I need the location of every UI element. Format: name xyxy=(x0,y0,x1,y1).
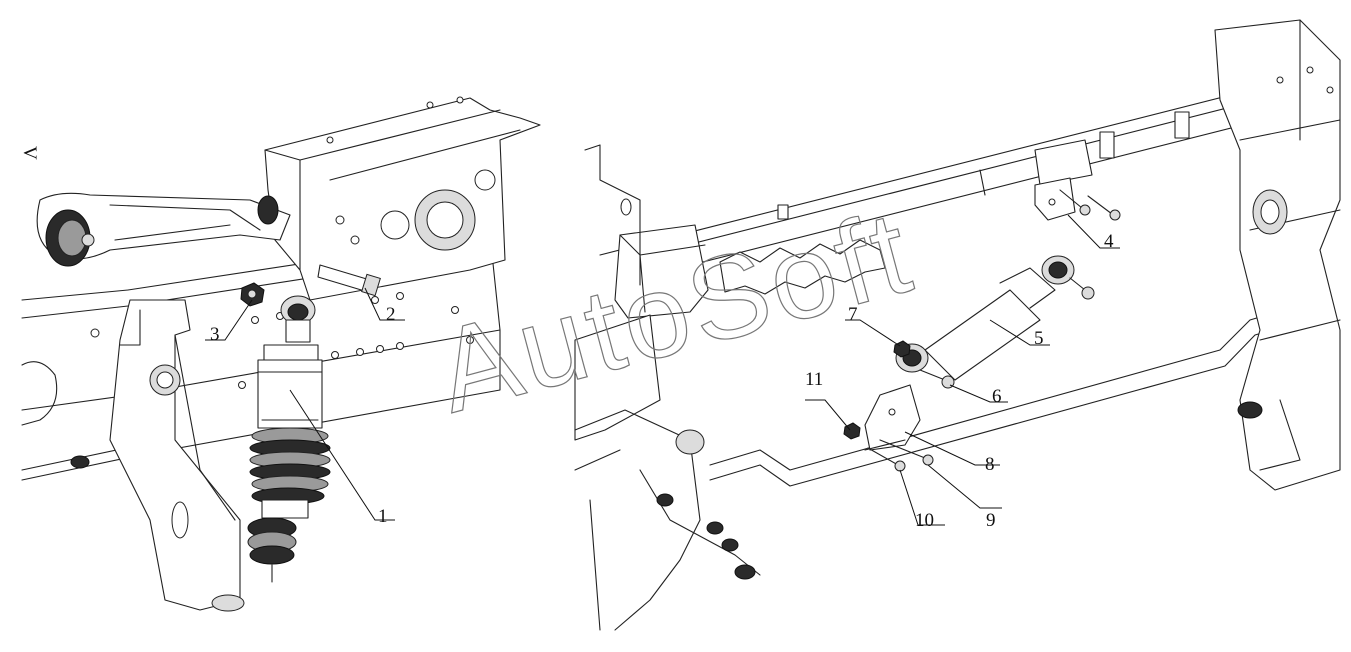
coil-spring xyxy=(249,427,331,505)
bracket-8 xyxy=(864,384,921,451)
clamp-4 xyxy=(1034,111,1190,221)
label-9: 9 xyxy=(986,510,996,531)
label-5: 5 xyxy=(1034,328,1044,349)
nut-3 xyxy=(240,282,265,307)
label-1: 1 xyxy=(378,506,388,527)
shock-absorber-5 xyxy=(895,255,1095,381)
label-11: 11 xyxy=(805,369,823,390)
shock-absorber-1 xyxy=(247,295,331,583)
right-frame-assembly xyxy=(574,19,1341,631)
label-6: 6 xyxy=(992,386,1002,407)
label-10: 10 xyxy=(915,510,934,531)
label-3: 3 xyxy=(210,324,220,345)
label-2: 2 xyxy=(386,304,396,325)
label-8: 8 xyxy=(985,454,995,475)
callouts: 1 2 3 4 5 6 7 8 9 10 11 xyxy=(205,214,1120,531)
left-frame-assembly xyxy=(21,96,541,612)
label-4: 4 xyxy=(1104,231,1114,252)
label-7: 7 xyxy=(848,304,858,325)
edge-mark: V xyxy=(19,146,40,160)
